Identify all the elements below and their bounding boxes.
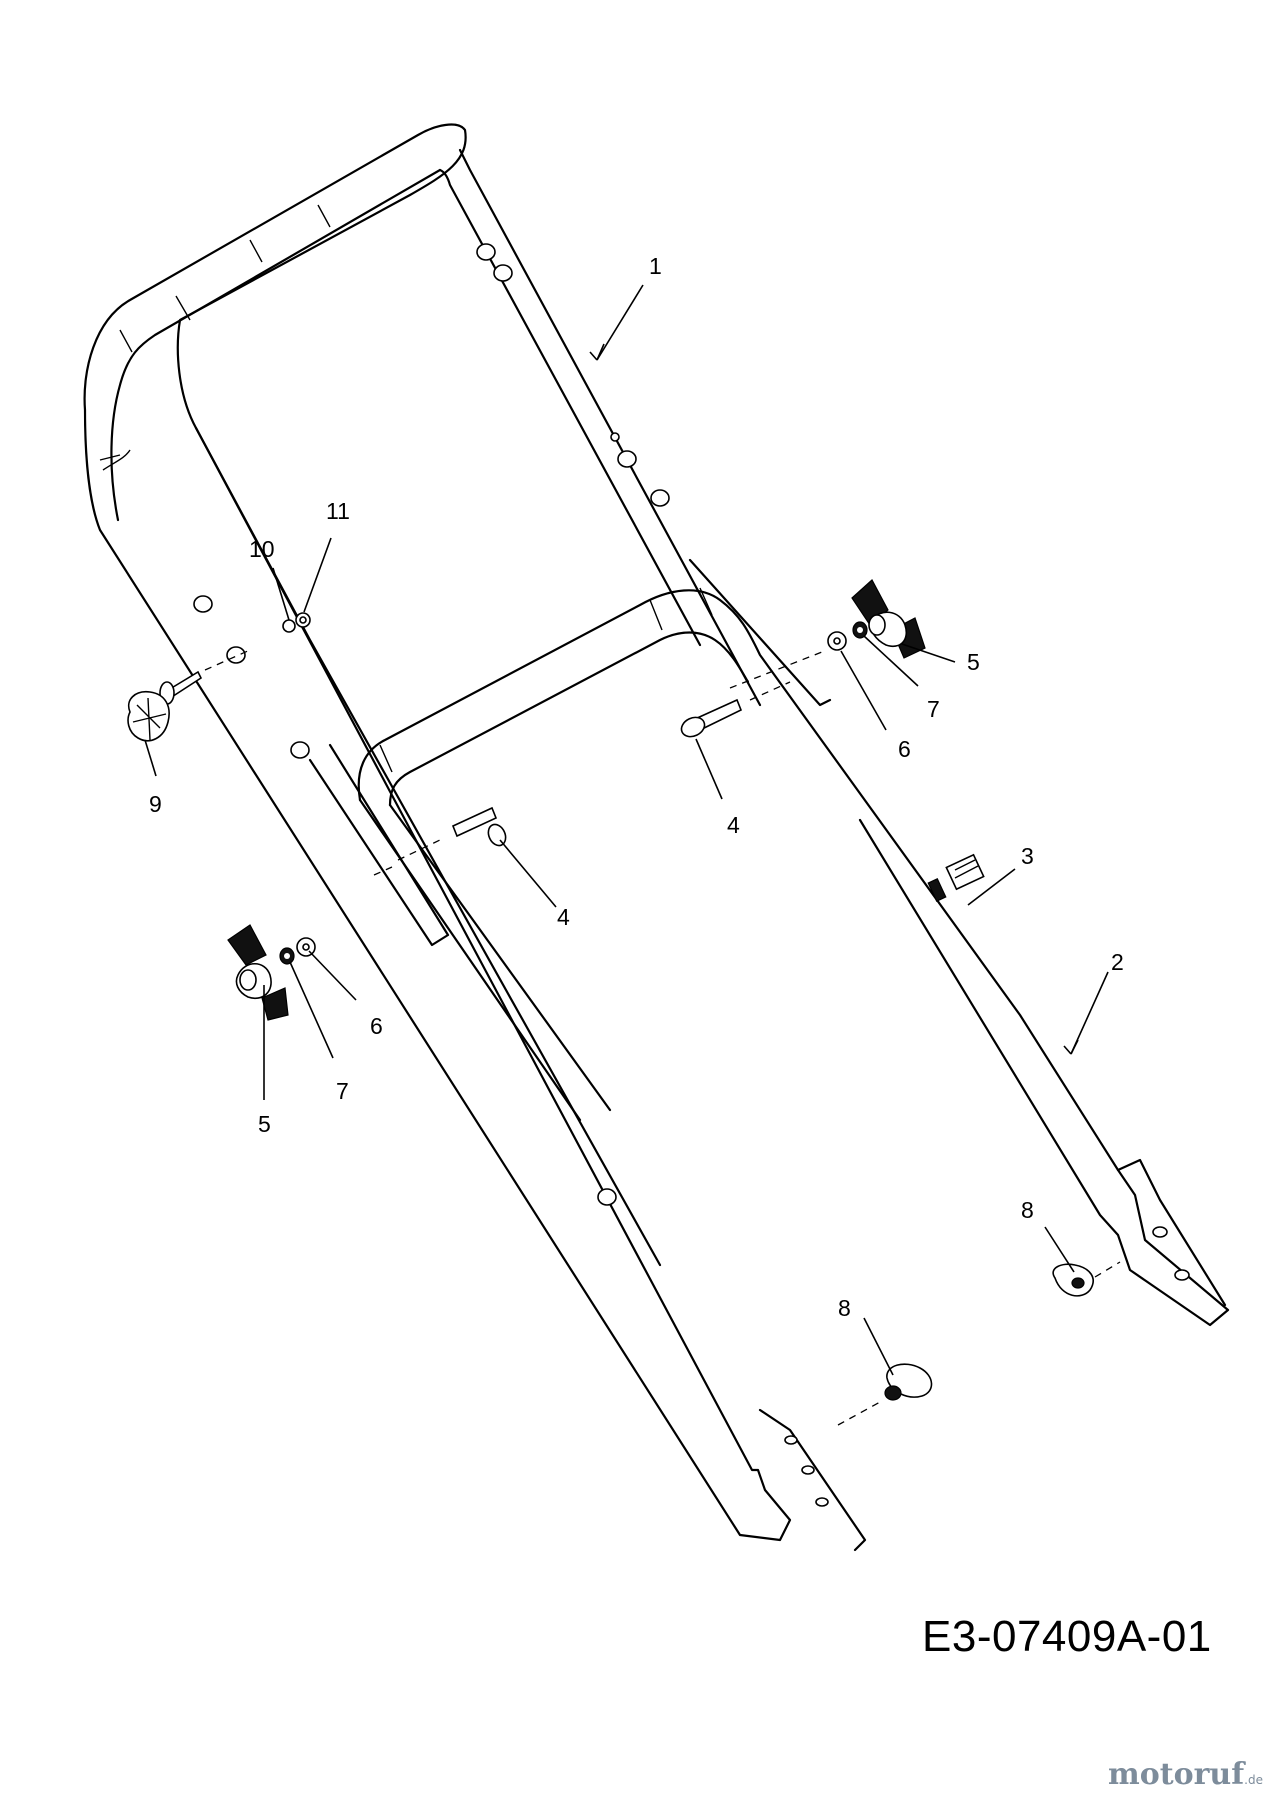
label-1: 1 bbox=[649, 253, 662, 279]
label-7a: 7 bbox=[927, 696, 940, 722]
label-8b: 8 bbox=[838, 1295, 851, 1321]
washer-6-right bbox=[827, 631, 847, 651]
washer-6-left bbox=[296, 937, 316, 957]
label-8a: 8 bbox=[1021, 1197, 1034, 1223]
upper-handle bbox=[83, 123, 867, 1552]
label-5b: 5 bbox=[258, 1111, 271, 1137]
diagram-code: E3-07409A-01 bbox=[922, 1612, 1212, 1661]
label-7b: 7 bbox=[336, 1078, 349, 1104]
label-6a: 6 bbox=[898, 736, 911, 762]
lower-handle bbox=[357, 587, 1230, 1327]
label-9: 9 bbox=[149, 791, 162, 817]
leader-lines bbox=[144, 284, 1109, 1376]
part-labels: 1 2 3 4 4 5 5 6 6 7 7 8 8 9 10 11 bbox=[149, 253, 1124, 1321]
label-3: 3 bbox=[1021, 843, 1034, 869]
label-11: 11 bbox=[326, 498, 350, 524]
nut-10 bbox=[282, 619, 296, 633]
label-5a: 5 bbox=[967, 649, 980, 675]
cable-clip bbox=[927, 853, 985, 902]
bolt-knob-9 bbox=[127, 670, 203, 742]
label-6b: 6 bbox=[370, 1013, 383, 1039]
lock-washer-7-left bbox=[279, 947, 295, 965]
carriage-bolt-4-lower bbox=[451, 806, 507, 847]
label-10: 10 bbox=[249, 536, 275, 562]
handle-clip-8-left bbox=[884, 1363, 933, 1401]
washer-11 bbox=[295, 612, 311, 628]
handle-clip-8-right bbox=[1052, 1263, 1094, 1297]
carriage-bolt-4-upper bbox=[680, 698, 743, 738]
wing-knob-5-right bbox=[851, 579, 926, 659]
lock-washer-7-right bbox=[852, 621, 868, 639]
watermark-logo: motoruf.de bbox=[1108, 1757, 1263, 1792]
watermark-suffix: .de bbox=[1244, 1773, 1263, 1787]
wing-knob-5-left bbox=[227, 924, 289, 1021]
label-4a: 4 bbox=[727, 812, 740, 838]
watermark-name: motoruf bbox=[1108, 1757, 1245, 1792]
label-4b: 4 bbox=[557, 904, 570, 930]
label-2: 2 bbox=[1111, 949, 1124, 975]
